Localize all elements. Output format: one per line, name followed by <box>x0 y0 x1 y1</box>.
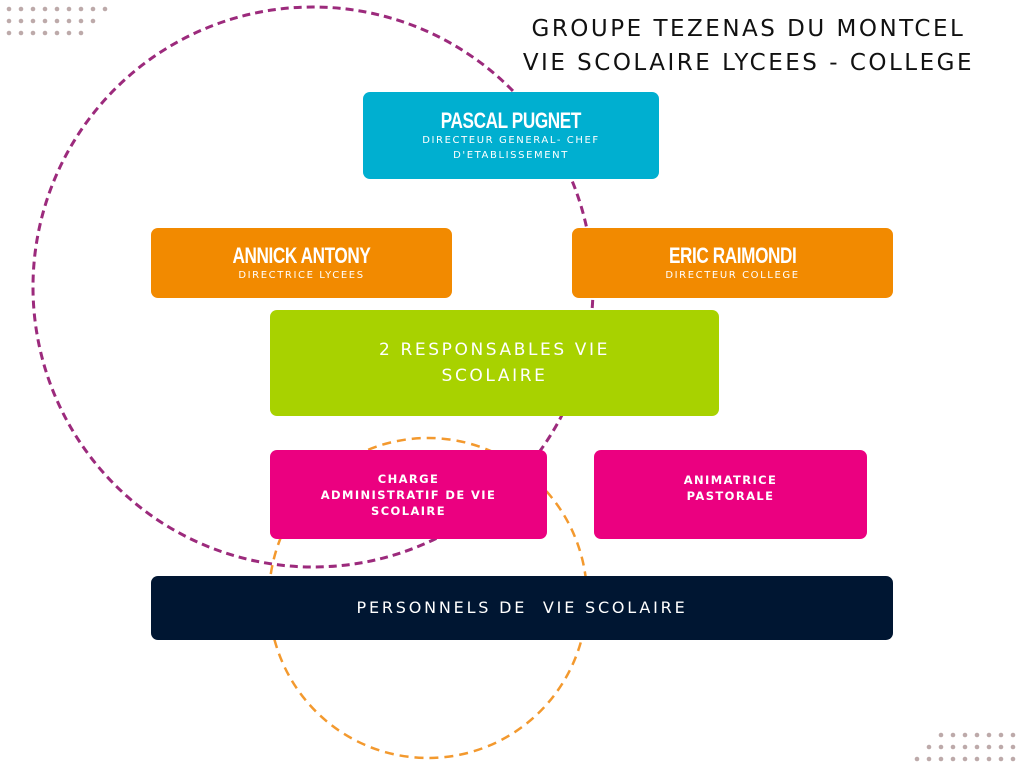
dot <box>962 756 968 762</box>
dot <box>986 744 992 750</box>
dot <box>18 18 24 24</box>
dot <box>54 30 60 36</box>
dot <box>926 744 932 750</box>
dot <box>950 744 956 750</box>
director-role-1: DIRECTEUR GENERAL- CHEF <box>422 134 600 146</box>
node-charge-administratif: CHARGE ADMINISTRATIF DE VIE SCOLAIRE <box>270 450 547 539</box>
dot <box>998 732 1004 738</box>
title-line-2: VIE SCOLAIRE LYCEES - COLLEGE <box>522 50 974 76</box>
dot <box>102 6 108 12</box>
dot <box>962 744 968 750</box>
dot-pattern-top-left <box>6 6 108 36</box>
dot <box>6 6 12 12</box>
dot <box>42 18 48 24</box>
dot <box>1010 756 1016 762</box>
node-personnels: PERSONNELS DE VIE SCOLAIRE <box>151 576 893 640</box>
dot <box>986 732 992 738</box>
node-director: PASCAL PUGNET DIRECTEUR GENERAL- CHEF D'… <box>363 92 659 179</box>
dot <box>42 30 48 36</box>
dot <box>66 18 72 24</box>
dot <box>914 756 920 762</box>
lycees-name: ANNICK ANTONY <box>232 242 371 268</box>
page-title: GROUPE TEZENAS DU MONTCEL VIE SCOLAIRE L… <box>523 18 974 86</box>
director-role-2: D'ETABLISSEMENT <box>453 149 569 161</box>
node-animatrice-pastorale: ANIMATRICE PASTORALE <box>594 450 867 539</box>
college-name: ERIC RAIMONDI <box>668 242 797 268</box>
node-directeur-college: ERIC RAIMONDI DIRECTEUR COLLEGE <box>572 228 893 298</box>
dot <box>54 6 60 12</box>
dot <box>6 30 12 36</box>
dot <box>938 756 944 762</box>
dot <box>962 732 968 738</box>
dot <box>42 6 48 12</box>
college-role: DIRECTEUR COLLEGE <box>665 269 800 281</box>
dot <box>974 756 980 762</box>
dot <box>998 744 1004 750</box>
dot <box>90 6 96 12</box>
director-name: PASCAL PUGNET <box>440 107 582 133</box>
dot <box>90 18 96 24</box>
dot <box>78 6 84 12</box>
charge-line-1: CHARGE <box>377 471 440 486</box>
dot <box>938 732 944 738</box>
dot <box>926 756 932 762</box>
dot <box>6 18 12 24</box>
animatrice-line-2: PASTORALE <box>686 489 775 503</box>
responsables-line-2: SCOLAIRE <box>441 366 548 386</box>
responsables-line-1: 2 RESPONSABLES VIE <box>379 340 610 360</box>
dot <box>30 18 36 24</box>
dot <box>78 18 84 24</box>
dot <box>66 30 72 36</box>
dot <box>66 6 72 12</box>
dot <box>78 30 84 36</box>
dot <box>1010 732 1016 738</box>
lycees-role: DIRECTRICE LYCEES <box>238 269 365 281</box>
dot-pattern-bottom-right <box>914 732 1016 762</box>
title-line-1: GROUPE TEZENAS DU MONTCEL <box>531 16 966 42</box>
dot <box>30 6 36 12</box>
personnels-label: PERSONNELS DE VIE SCOLAIRE <box>356 598 688 617</box>
dot <box>938 744 944 750</box>
dot <box>950 756 956 762</box>
dot <box>998 756 1004 762</box>
dot <box>1010 744 1016 750</box>
node-directrice-lycees: ANNICK ANTONY DIRECTRICE LYCEES <box>151 228 452 298</box>
dot <box>54 18 60 24</box>
charge-line-3: SCOLAIRE <box>371 503 446 518</box>
dot <box>986 756 992 762</box>
node-responsables: 2 RESPONSABLES VIE SCOLAIRE <box>270 310 719 416</box>
dot <box>950 732 956 738</box>
charge-line-2: ADMINISTRATIF DE VIE <box>320 487 497 502</box>
dot <box>18 30 24 36</box>
dot <box>18 6 24 12</box>
animatrice-line-1: ANIMATRICE <box>683 473 778 487</box>
dot <box>974 732 980 738</box>
dot <box>30 30 36 36</box>
dot <box>974 744 980 750</box>
